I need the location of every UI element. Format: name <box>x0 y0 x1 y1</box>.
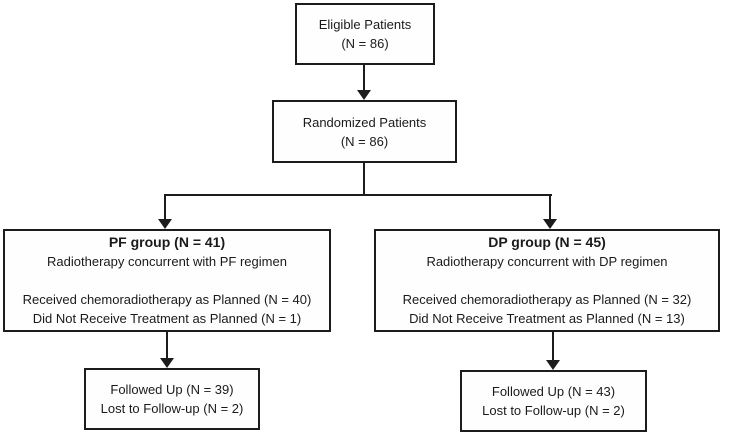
arrowhead-eligible-to-randomized <box>357 90 371 100</box>
box-randomized-patients-count: (N = 86) <box>340 133 389 149</box>
dp-group-not-received: Did Not Receive Treatment as Planned (N … <box>409 311 685 326</box>
dp-followup-followed: Followed Up (N = 43) <box>491 384 616 399</box>
dp-group-title: DP group (N = 45) <box>488 234 606 250</box>
box-dp-followup: Followed Up (N = 43) Lost to Follow-up (… <box>460 370 647 432</box>
connector-randomized-stub <box>363 163 365 195</box>
dp-group-subtitle: Radiotherapy concurrent with DP regimen <box>426 254 668 269</box>
pf-followup-followed: Followed Up (N = 39) <box>110 382 234 397</box>
pf-followup-lost: Lost to Follow-up (N = 2) <box>100 401 244 416</box>
pf-group-received: Received chemoradiotherapy as Planned (N… <box>22 292 312 307</box>
arrowhead-branch-to-pf-group <box>158 219 172 229</box>
box-eligible-patients: Eligible Patients (N = 86) <box>295 3 435 65</box>
box-pf-followup: Followed Up (N = 39) Lost to Follow-up (… <box>84 368 260 430</box>
connector-dp-group-to-followup <box>552 331 554 361</box>
arrowhead-branch-to-dp-group <box>543 219 557 229</box>
box-pf-group: PF group (N = 41) Radiotherapy concurren… <box>3 229 331 332</box>
connector-eligible-to-randomized <box>363 65 365 92</box>
pf-group-not-received: Did Not Receive Treatment as Planned (N … <box>32 311 302 326</box>
box-randomized-patients: Randomized Patients (N = 86) <box>272 100 457 163</box>
box-dp-group: DP group (N = 45) Radiotherapy concurren… <box>374 229 720 332</box>
dp-group-received: Received chemoradiotherapy as Planned (N… <box>402 292 692 307</box>
pf-group-subtitle: Radiotherapy concurrent with PF regimen <box>47 254 287 269</box>
connector-branch-horizontal <box>164 194 552 196</box>
arrowhead-dp-group-to-followup <box>546 360 560 370</box>
box-eligible-patients-label: Eligible Patients <box>318 17 412 32</box>
box-randomized-patients-label: Randomized Patients <box>302 114 427 130</box>
box-eligible-patients-count: (N = 86) <box>341 36 389 51</box>
connector-branch-to-pf-group <box>164 194 166 220</box>
pf-group-title: PF group (N = 41) <box>108 234 226 250</box>
arrowhead-pf-group-to-followup <box>160 358 174 368</box>
connector-branch-to-dp-group <box>549 194 551 220</box>
dp-followup-lost: Lost to Follow-up (N = 2) <box>482 403 625 418</box>
connector-pf-group-to-followup <box>166 331 168 359</box>
